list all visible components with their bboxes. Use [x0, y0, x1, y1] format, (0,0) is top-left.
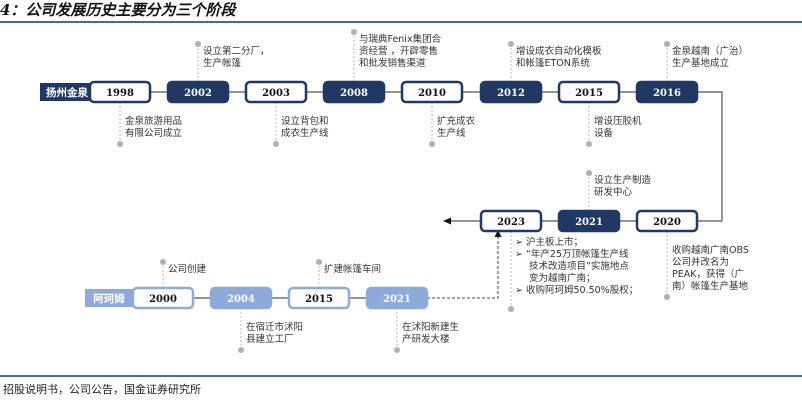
timeline-arrow-left-icon: [443, 217, 451, 225]
jinquan-year-box: [479, 80, 543, 104]
jinquan-leader-dot: [429, 141, 435, 147]
jinquan-year-label: 2008: [340, 88, 368, 99]
bullet-item: ➢ “年产25万顶帐篷生产线: [515, 249, 629, 260]
jinquan-year-label: 2002: [184, 88, 212, 99]
akemu-event-note: 在沭阳新建生产研发大楼: [402, 322, 460, 345]
figure-title: 4：公司发展历史主要分为三个阶段: [0, 1, 236, 19]
bullet-item: ➢ 沪主板上市；: [515, 237, 583, 248]
jinquan-event-note: 增设成衣自动化模板和帐篷ETON系统: [516, 46, 602, 69]
akemu-year-box: [287, 286, 351, 310]
jinquan-event-note: 扩充成衣生产线: [437, 116, 476, 139]
akemu-year-label: 2000: [149, 294, 177, 305]
jinquan-track-label: 扬州金泉: [46, 86, 88, 99]
jinquan-year-label: 2015: [575, 88, 603, 99]
akemu-year-label: 2015: [305, 294, 333, 305]
middle-event-note: 设立生产制造研发中心: [594, 175, 652, 198]
jinquan-year-box: [166, 80, 230, 104]
merge-dashed-connector: [427, 235, 499, 299]
jinquan-year-label: 1998: [106, 88, 134, 99]
bullet-item: ➢ 收购阿珂姆50.50%股权；: [515, 285, 639, 296]
middle-leader-dot: [664, 294, 670, 300]
akemu-year-box: [209, 286, 273, 310]
jinquan-leader-dot: [273, 141, 279, 147]
akemu-year-label: 2021: [383, 294, 411, 305]
middle-year-label: 2020: [653, 217, 681, 228]
middle-bullet-list: ➢ 沪主板上市；➢ “年产25万顶帐篷生产线技术改造项目”实施地点变为越南广南；…: [515, 237, 638, 297]
jinquan-year-box: [244, 80, 308, 104]
jinquan-leader-dot: [195, 41, 201, 47]
jinquan-event-note: 设立第二分厂，生产帐篷: [203, 46, 270, 69]
middle-year-box: [635, 209, 699, 233]
jinquan-year-label: 2003: [262, 88, 290, 99]
jinquan-event-note: 金泉越南（广治）生产基地成立: [672, 46, 749, 69]
akemu-event-note: 公司创建: [168, 264, 207, 275]
akemu-event-note: 扩建帐篷车间: [324, 264, 382, 275]
title-divider: [0, 21, 802, 23]
middle-year-box: [479, 209, 543, 233]
akemu-year-label: 2004: [227, 294, 255, 305]
jinquan-leader-dot: [508, 41, 514, 47]
middle-leader-dot: [586, 170, 592, 176]
jinquan-year-label: 2010: [418, 88, 446, 99]
jinquan-year-box: [400, 80, 464, 104]
jinquan-track-label-shape: [40, 83, 102, 101]
jinquan-year-label: 2012: [497, 88, 525, 99]
jinquan-year-box: [635, 80, 699, 104]
akemu-track-label: 阿珂姆: [93, 292, 125, 305]
akemu-event-note: 在宿迁市沭阳县建立工厂: [246, 322, 304, 345]
source-divider: [0, 375, 802, 377]
jinquan-event-note: 增设压胶机设备: [594, 116, 642, 139]
middle-year-label: 2021: [575, 217, 603, 228]
akemu-leader-dot: [316, 259, 322, 265]
jinquan-leader-dot: [351, 29, 357, 35]
main-timeline-line: [102, 91, 723, 222]
jinquan-event-note: 与瑞典Fenix集团合资经营 ，开辟零售和批发销售渠道: [359, 34, 442, 69]
jinquan-leader-dot: [664, 41, 670, 47]
akemu-year-box: [131, 286, 195, 310]
akemu-track-label-shape: [85, 289, 141, 307]
jinquan-event-note: 设立背包和成衣生产线: [281, 116, 329, 139]
jinquan-year-box: [88, 80, 152, 104]
middle-leader-dot: [508, 306, 514, 312]
jinquan-event-note: 金泉旅游用品有限公司成立: [125, 116, 183, 139]
jinquan-year-label: 2016: [653, 88, 681, 99]
jinquan-leader-dot: [586, 141, 592, 147]
jinquan-year-box: [322, 80, 386, 104]
akemu-leader-dot: [238, 347, 244, 353]
source-note: 招股说明书，公司公告，国金证券研究所: [3, 383, 201, 396]
merge-arrow-up-icon: [494, 230, 502, 237]
jinquan-year-box: [557, 80, 621, 104]
akemu-year-box: [365, 286, 429, 310]
akemu-leader-dot: [394, 347, 400, 353]
bullet-item: 技术改造项目”实施地点: [529, 261, 629, 272]
middle-year-label: 2023: [497, 217, 525, 228]
middle-year-box: [557, 209, 621, 233]
bullet-item: 变为越南广南；: [529, 273, 596, 284]
akemu-leader-dot: [160, 259, 166, 265]
jinquan-leader-dot: [117, 141, 123, 147]
